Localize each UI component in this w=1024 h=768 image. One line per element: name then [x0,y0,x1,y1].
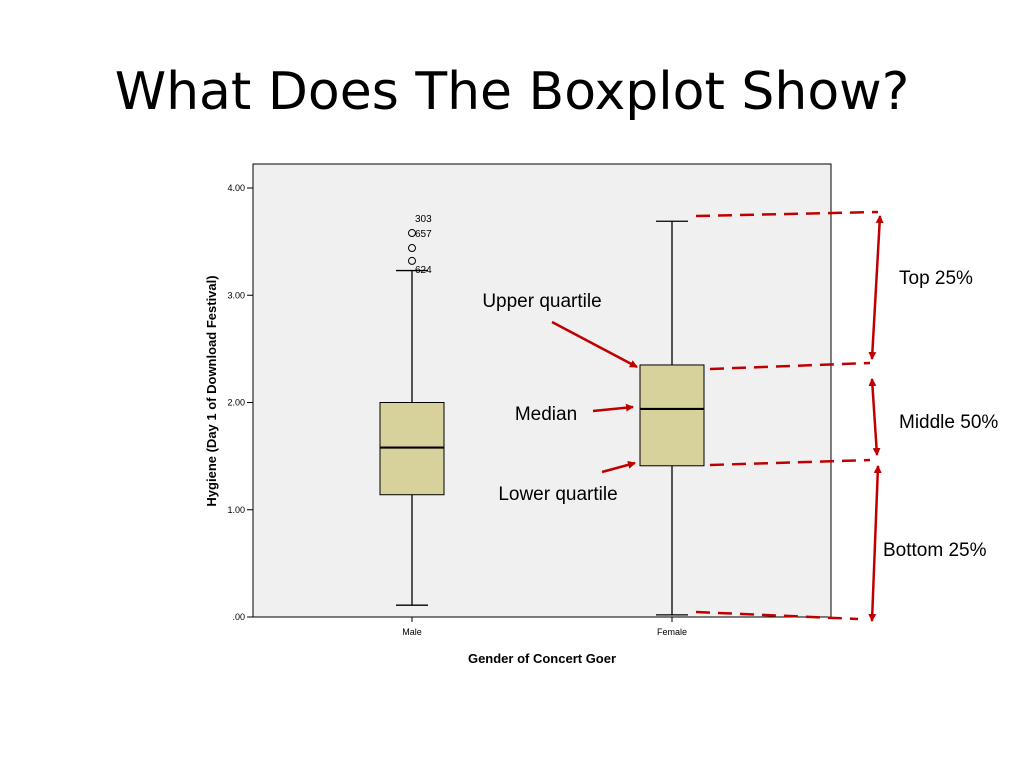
outlier-label: 657 [415,229,432,240]
y-axis-title: Hygiene (Day 1 of Download Festival) [204,275,219,506]
x-axis-title: Gender of Concert Goer [468,651,616,666]
y-tick-label: .00 [232,612,245,622]
median-arrow [592,403,634,413]
bottom-25-bracket [868,465,882,622]
y-tick-label: 1.00 [227,505,245,515]
upper-quartile-label: Upper quartile [482,291,601,312]
plot-area [252,163,832,618]
bottom-25-label: Bottom 25% [883,540,987,561]
top-25-bracket [868,215,884,360]
box-female [639,220,705,616]
lower-quartile-arrow [601,460,636,474]
median-label: Median [515,404,577,425]
y-axis: .00 1.00 2.00 3.00 4.00 [227,183,253,622]
top-25-label: Top 25% [899,268,973,289]
box-male: 303 657 624 [379,214,445,606]
x-tick-label: Male [402,627,422,637]
min-dashed-line [695,610,859,621]
y-tick-label: 4.00 [227,183,245,193]
q3-dashed-line [709,361,871,371]
y-tick-label: 2.00 [227,398,245,408]
outlier-point [408,229,416,238]
upper-quartile-arrow [551,320,638,369]
boxes: 303 657 624 [379,214,705,616]
middle-50-bracket [868,378,881,456]
outlier-point [408,244,416,253]
max-dashed-line [695,210,879,218]
outlier-label: 303 [415,214,432,225]
q1-dashed-line [709,458,871,467]
outlier-point [408,256,416,265]
box-iqr [639,364,705,467]
lower-quartile-label: Lower quartile [498,484,617,505]
x-axis: Male Female [402,617,687,637]
middle-50-label: Middle 50% [899,412,998,433]
outlier-label: 624 [415,265,432,276]
slide-title: What Does The Boxplot Show? [114,62,910,122]
x-tick-label: Female [657,627,687,637]
y-tick-label: 3.00 [227,290,245,300]
